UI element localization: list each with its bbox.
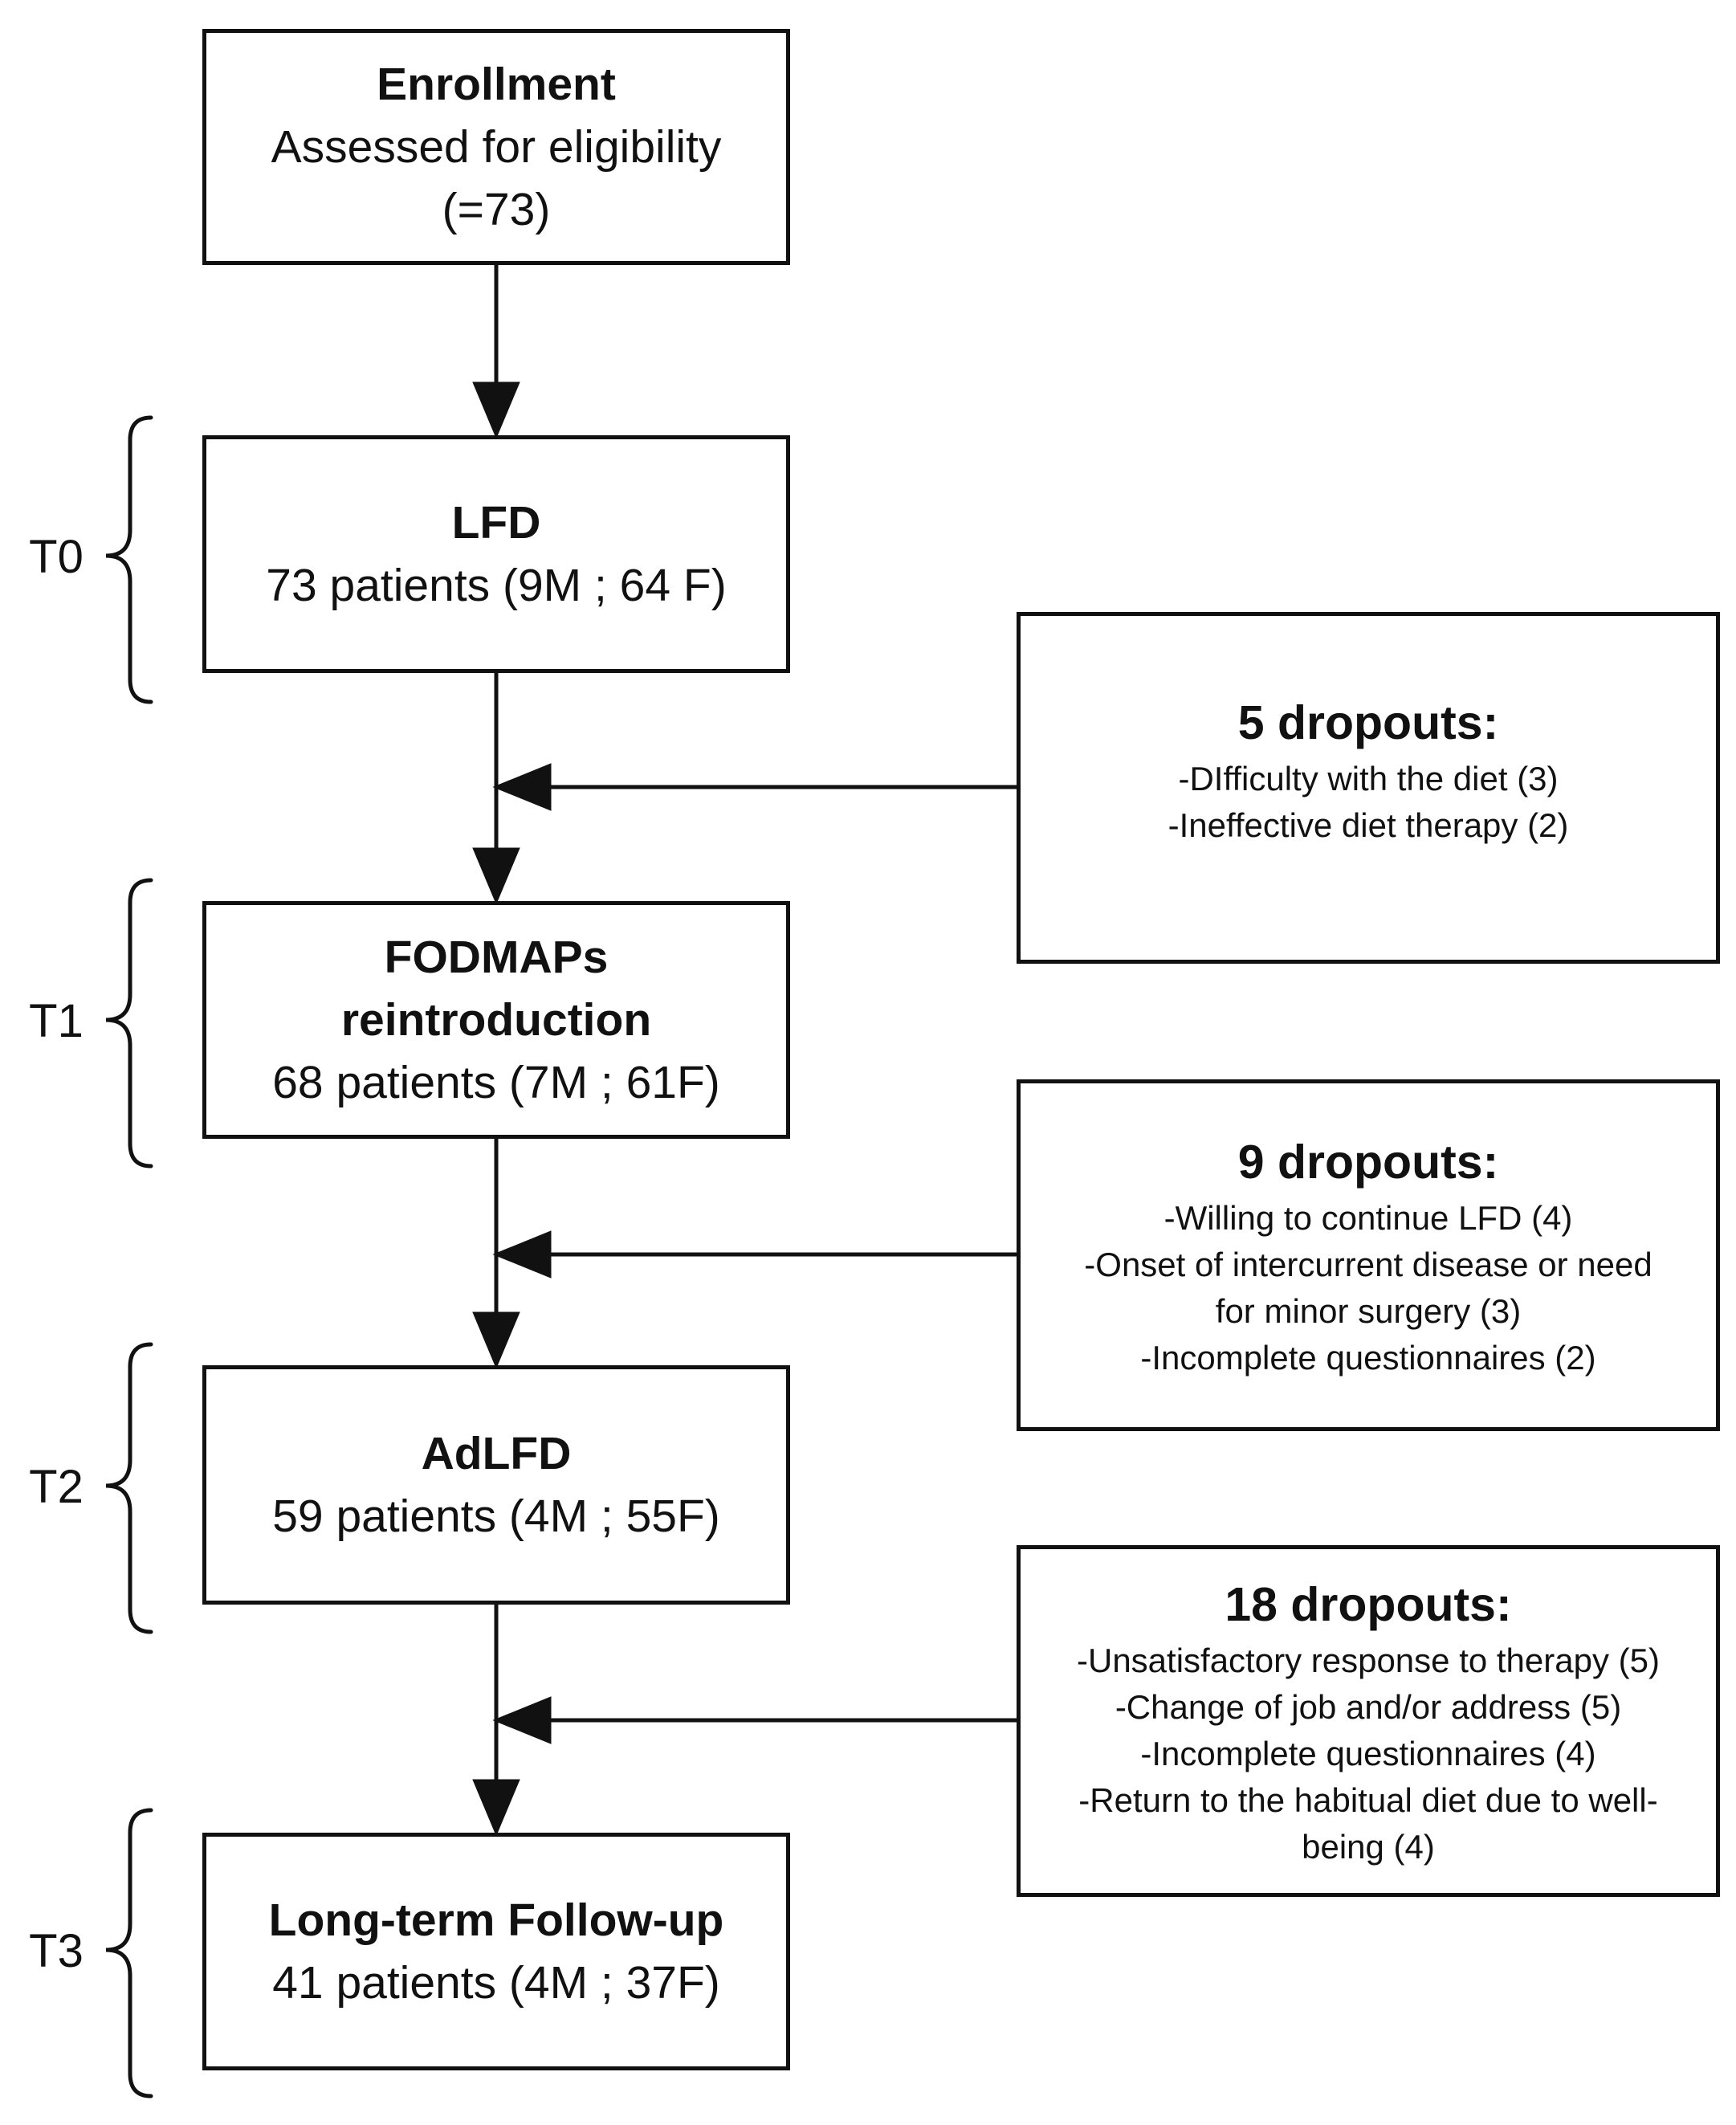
fodmaps-box: FODMAPs reintroduction 68 patients (7M ;… <box>202 901 790 1139</box>
fodmaps-title: FODMAPs reintroduction <box>340 932 652 1046</box>
adlfd-title: AdLFD <box>421 1428 572 1479</box>
phase-label-t1: T1 <box>29 995 84 1047</box>
enrollment-title: Enrollment <box>377 59 616 110</box>
lfd-box: LFD 73 patients (9M ; 64 F) <box>202 435 790 673</box>
dropout-2-reason-2: -Onset of intercurrent disease or need <box>1084 1246 1652 1283</box>
brace-t3 <box>105 1808 153 2098</box>
dropout-1-reason-1: -DIfficulty with the diet (3) <box>1178 760 1559 797</box>
dropout-3-reason-5: being (4) <box>1302 1828 1435 1866</box>
dropout-3-reason-1: -Unsatisfactory response to therapy (5) <box>1077 1642 1660 1679</box>
lfd-patients: 73 patients (9M ; 64 F) <box>266 560 727 611</box>
enrollment-line-1: Assessed for eligibility <box>271 121 722 173</box>
flow-arrows <box>472 265 520 1837</box>
brace-t2 <box>105 1342 153 1634</box>
adlfd-box: AdLFD 59 patients (4M ; 55F) <box>202 1365 790 1605</box>
brace-t0 <box>105 415 153 704</box>
phase-label-t2: T2 <box>29 1461 84 1513</box>
phase-label-t3: T3 <box>29 1925 84 1977</box>
dropout-3-reason-2: -Change of job and/or address (5) <box>1115 1688 1622 1726</box>
fodmaps-patients: 68 patients (7M ; 61F) <box>272 1057 720 1108</box>
followup-box: Long-term Follow-up 41 patients (4M ; 37… <box>202 1833 790 2070</box>
enrollment-line-2: (=73) <box>442 184 551 235</box>
dropout-2-title: 9 dropouts: <box>1237 1136 1499 1189</box>
dropout-arrows <box>492 763 1018 1744</box>
dropout-1-reason-2: -Ineffective diet therapy (2) <box>1168 806 1569 844</box>
followup-patients: 41 patients (4M ; 37F) <box>272 1957 720 2009</box>
dropout-box-1: 5 dropouts: -DIfficulty with the diet (3… <box>1017 612 1720 964</box>
phase-label-t0: T0 <box>29 531 84 583</box>
enrollment-box: Enrollment Assessed for eligibility (=73… <box>202 29 790 265</box>
dropout-box-2: 9 dropouts: -Willing to continue LFD (4)… <box>1017 1079 1720 1431</box>
dropout-2-reason-4: -Incomplete questionnaires (2) <box>1140 1339 1596 1377</box>
dropout-3-reason-4: -Return to the habitual diet due to well… <box>1078 1781 1658 1819</box>
brace-t1 <box>105 878 153 1169</box>
lfd-title: LFD <box>451 497 541 549</box>
followup-title: Long-term Follow-up <box>268 1895 724 1946</box>
dropout-box-3: 18 dropouts: -Unsatisfactory response to… <box>1017 1545 1720 1897</box>
dropout-3-title: 18 dropouts: <box>1225 1578 1512 1631</box>
phase-braces <box>105 415 153 2098</box>
dropout-1-title: 5 dropouts: <box>1237 696 1499 749</box>
dropout-2-reason-3: for minor surgery (3) <box>1215 1292 1522 1330</box>
adlfd-patients: 59 patients (4M ; 55F) <box>272 1491 720 1542</box>
dropout-2-reason-1: -Willing to continue LFD (4) <box>1163 1199 1573 1237</box>
dropout-3-reason-3: -Incomplete questionnaires (4) <box>1140 1735 1596 1772</box>
